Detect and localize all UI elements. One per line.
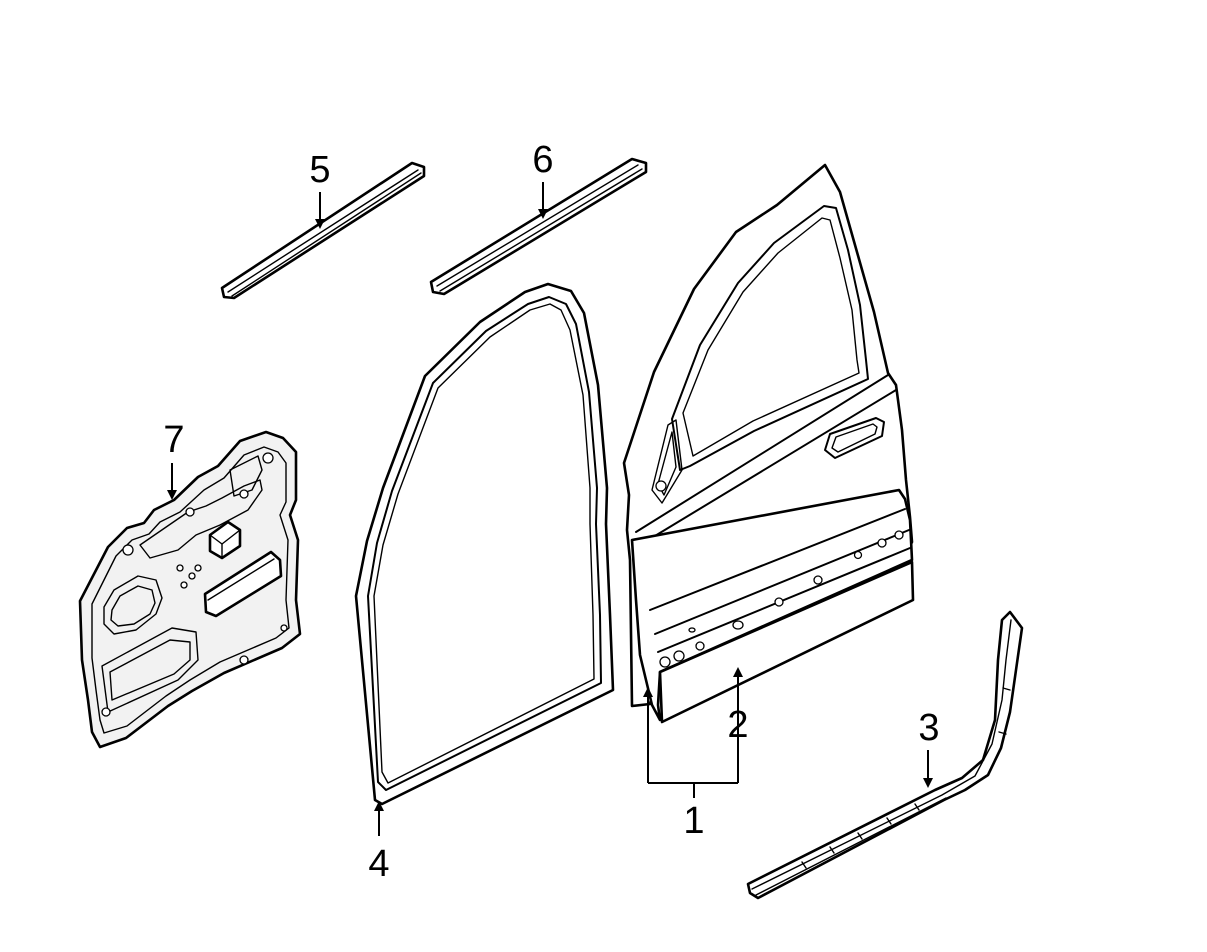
part-6-weatherstrip (429, 157, 648, 296)
callout-4: 4 (368, 843, 389, 885)
part-2-outer-panel (630, 488, 915, 724)
callout-7: 7 (163, 419, 184, 461)
callout-6: 6 (532, 139, 553, 181)
leader-lines (167, 182, 933, 836)
callout-numbers: 5 6 7 4 1 2 3 (163, 139, 939, 885)
callout-2: 2 (727, 704, 748, 746)
part-3-lower-seal (746, 610, 1024, 900)
callout-3: 3 (918, 707, 939, 749)
part-4-door-seal (354, 282, 615, 806)
part-5-belt-molding (220, 161, 426, 300)
part-7-trim-panel (78, 430, 302, 749)
callout-5: 5 (309, 149, 330, 191)
leader-1-bracket (648, 782, 738, 798)
part-1-door-assembly (622, 163, 915, 724)
callout-1: 1 (683, 800, 704, 842)
